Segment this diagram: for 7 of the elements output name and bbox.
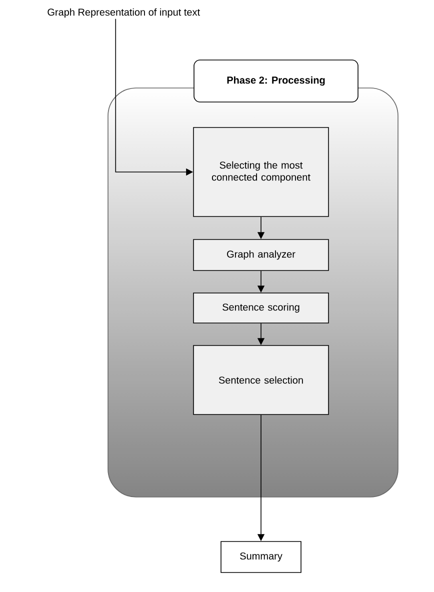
process-box: Sentence scoring (193, 292, 329, 324)
process-box: Graph analyzer (193, 239, 329, 271)
node-label: Phase 2: Processing (227, 76, 325, 86)
process-box: Sentence selection (193, 345, 329, 415)
process-box: Summary (220, 541, 302, 573)
process-box: Selecting the most connected component (193, 127, 329, 217)
input-label: Graph Representation of input text (48, 8, 200, 18)
